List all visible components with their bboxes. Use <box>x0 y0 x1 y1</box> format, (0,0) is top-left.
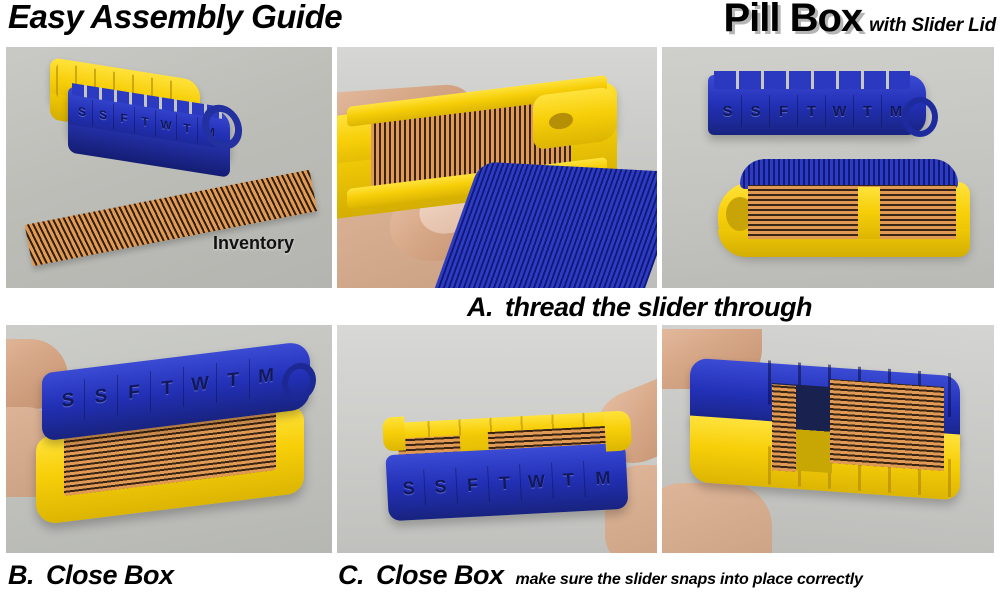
day-cell: T <box>217 358 250 403</box>
caption-c-text: Close Box <box>376 560 504 590</box>
day-cell: W <box>156 110 177 140</box>
day-cell: T <box>798 95 826 127</box>
day-cell: W <box>520 462 554 501</box>
caption-c: C. Close Box make sure the slider snaps in… <box>338 560 863 591</box>
panel-thread <box>337 47 657 288</box>
day-cell: T <box>151 366 184 411</box>
photo-snap-detail <box>662 325 994 553</box>
caption-b-letter: B. <box>8 560 35 590</box>
day-cell: M <box>258 364 274 388</box>
photo-thread <box>337 47 657 288</box>
day-cell: F <box>456 465 490 504</box>
caption-a-text: thread the slider through <box>505 292 813 322</box>
product-title: Pill Box <box>723 0 863 40</box>
photo-closed-top: S S F T W T M <box>6 325 332 553</box>
day-cell: S <box>93 100 114 130</box>
day-cell: W <box>826 95 854 127</box>
caption-a-letter: A. <box>467 292 494 322</box>
orange-slider-left <box>772 384 796 472</box>
page-header: Easy Assembly Guide Pill Box with Slider … <box>0 0 1000 45</box>
day-cell: M <box>594 467 611 488</box>
photo-closed-front: S S F T W T M <box>337 325 657 553</box>
day-cell: T <box>135 107 156 137</box>
caption-c-note: make sure the slider snaps into place co… <box>515 571 863 588</box>
lid-thumb-loop <box>902 97 938 137</box>
day-cell: S <box>72 97 93 127</box>
orange-slider-loop-front <box>748 185 956 239</box>
yellow-end-cap <box>533 85 617 151</box>
caption-b: B. Close Box <box>8 560 174 591</box>
panel-inventory: S S F T W T M Inventory <box>6 47 332 288</box>
slider-gap-divider <box>858 187 880 239</box>
orange-slider-right <box>830 379 944 471</box>
day-cell: T <box>488 464 522 502</box>
day-cell: W <box>184 362 217 407</box>
day-cell: T <box>551 460 586 499</box>
day-cell: S <box>424 467 459 506</box>
blue-slider-loop-back <box>740 159 958 189</box>
product-subtitle: with Slider Lid <box>869 15 996 36</box>
photo-threaded: S S F T W T M <box>662 47 994 288</box>
caption-c-letter: C. <box>338 560 365 590</box>
blue-lid-tab-row <box>714 71 910 89</box>
day-cell: T <box>854 95 882 127</box>
panel-snap-detail <box>662 325 994 553</box>
product-title-group: Pill Box with Slider Lid <box>723 0 996 41</box>
yellow-end-cap-left <box>382 416 406 452</box>
caption-b-text: Close Box <box>46 560 174 590</box>
page-title: Easy Assembly Guide <box>8 0 343 35</box>
day-cell: F <box>114 103 135 134</box>
panel-threaded: S S F T W T M <box>662 47 994 288</box>
day-cell: S <box>742 95 770 127</box>
yellow-end-cap-right <box>603 410 633 452</box>
panel-closed-top: S S F T W T M <box>6 325 332 553</box>
photo-inventory: S S F T W T M Inventory <box>6 47 332 288</box>
inventory-label: Inventory <box>213 233 295 253</box>
day-cell: T <box>177 113 198 144</box>
blue-lid-letters-row: S S F T W T M <box>714 95 910 127</box>
day-cell: F <box>118 370 151 416</box>
hand-thumb-bottom <box>662 483 772 553</box>
day-cell: M <box>889 102 903 120</box>
day-cell: F <box>770 95 798 127</box>
panel-closed-front: S S F T W T M <box>337 325 657 553</box>
day-cell: S <box>52 379 85 424</box>
day-cell: S <box>85 375 118 420</box>
day-cell: S <box>714 95 742 127</box>
caption-a: A. thread the slider through <box>467 292 813 323</box>
day-cell: S <box>392 469 427 507</box>
